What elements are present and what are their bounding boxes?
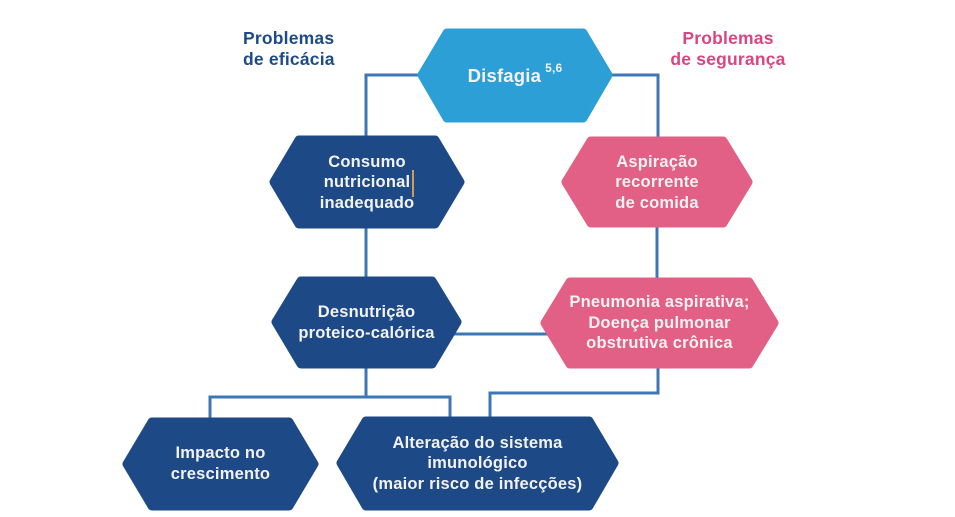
node-shape-consumo [269,135,465,229]
text-caret [412,170,414,197]
heading-safety-problems: Problemas de segurança [670,28,786,69]
node-shape-alteracao [336,416,619,511]
connector-pneumonia-alteracao [488,364,660,421]
node-shape-aspiracao [561,136,753,228]
connector-split-impacto-alteracao [208,395,452,421]
connector-disfagia-consumo [364,73,422,141]
node-shape-pneumonia [540,277,779,369]
node-shape-disfagia [417,28,613,123]
node-shape-impacto [122,417,319,511]
connector-disfagia-aspiracao [608,73,660,142]
node-shape-desnutricao [271,276,462,369]
heading-efficacy-problems: Problemas de eficácia [243,28,335,69]
